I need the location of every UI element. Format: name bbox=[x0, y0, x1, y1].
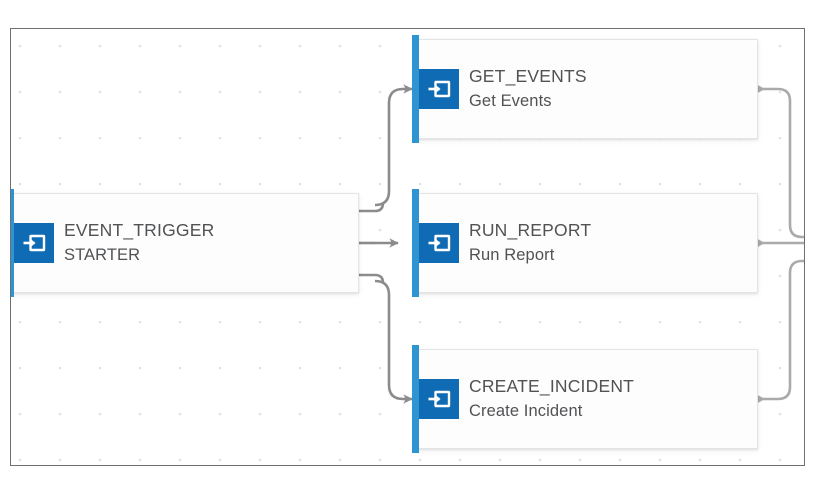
enter-arrow-icon bbox=[419, 223, 459, 263]
node-accent-bar bbox=[412, 345, 419, 453]
node-subtitle: Get Events bbox=[469, 92, 552, 110]
wire-starter-to-create-incident bbox=[374, 279, 413, 404]
node-text-block: RUN_REPORT Run Report bbox=[469, 218, 749, 268]
node-subtitle: Run Report bbox=[469, 246, 555, 264]
enter-arrow-icon bbox=[14, 223, 54, 263]
node-accent-bar bbox=[11, 189, 14, 297]
node-run-report[interactable]: RUN_REPORT Run Report bbox=[412, 189, 758, 297]
node-accent-bar bbox=[412, 189, 419, 297]
node-event-trigger[interactable]: EVENT_TRIGGER STARTER bbox=[11, 189, 359, 297]
wire-port-top bbox=[359, 202, 385, 213]
node-accent-bar bbox=[412, 35, 419, 143]
node-create-incident[interactable]: CREATE_INCIDENT Create Incident bbox=[412, 345, 758, 453]
enter-arrow-icon bbox=[419, 69, 459, 109]
node-title: RUN_REPORT bbox=[469, 220, 592, 240]
node-get-events[interactable]: GET_EVENTS Get Events bbox=[412, 35, 758, 143]
wire-port-bottom bbox=[359, 273, 385, 284]
node-text-block: CREATE_INCIDENT Create Incident bbox=[469, 374, 749, 424]
node-subtitle: STARTER bbox=[64, 246, 141, 264]
node-text-block: EVENT_TRIGGER STARTER bbox=[64, 218, 350, 268]
node-text-block: GET_EVENTS Get Events bbox=[469, 64, 749, 114]
node-title: EVENT_TRIGGER bbox=[64, 220, 215, 240]
wire-starter-to-get-events bbox=[374, 84, 413, 207]
node-title: CREATE_INCIDENT bbox=[469, 376, 635, 396]
enter-arrow-icon bbox=[419, 379, 459, 419]
node-title: GET_EVENTS bbox=[469, 66, 587, 86]
node-subtitle: Create Incident bbox=[469, 402, 583, 420]
workflow-canvas[interactable]: EVENT_TRIGGER STARTER GET_EVENTS Get Eve… bbox=[10, 28, 805, 466]
wire-get-events-out bbox=[758, 87, 804, 239]
wire-create-incident-out bbox=[758, 259, 804, 401]
